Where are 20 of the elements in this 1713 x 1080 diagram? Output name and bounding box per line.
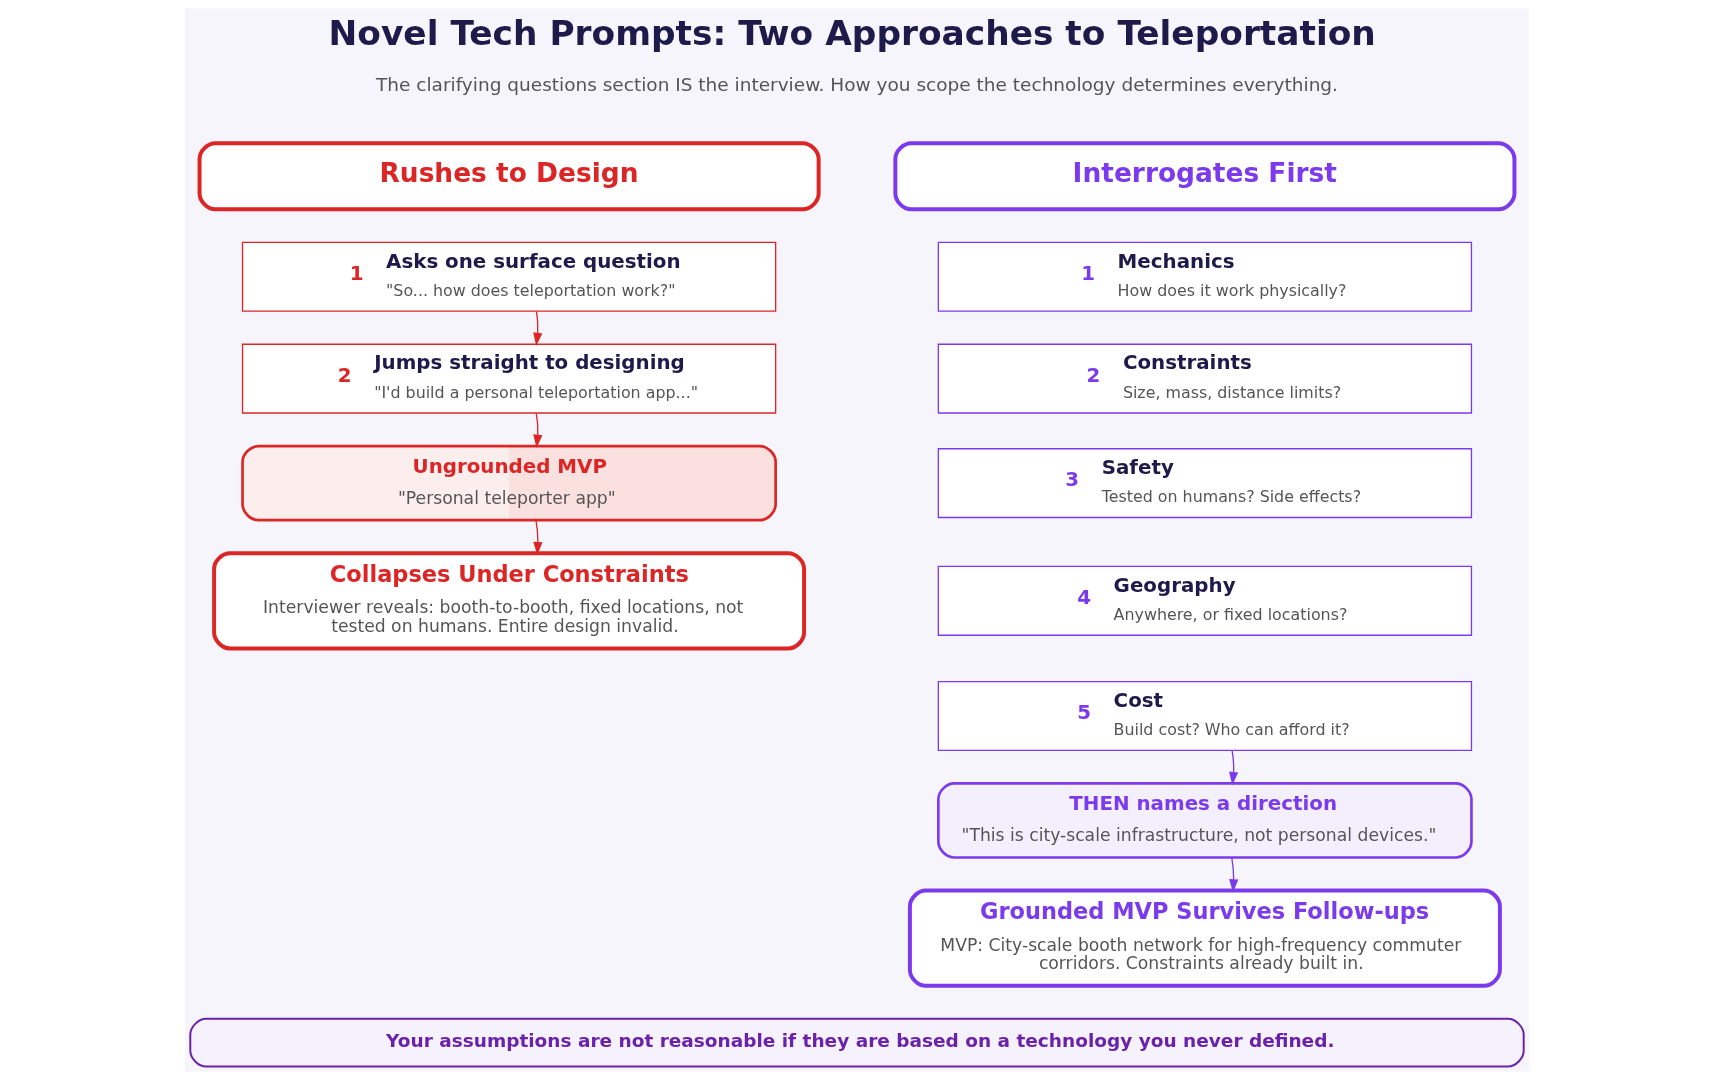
node-box: Ungrounded MVP "Personal teleporter app"	[240, 444, 777, 522]
arrow	[532, 412, 542, 448]
node-box: 4 Geography Anywhere, or fixed locations?	[937, 565, 1472, 636]
arrow	[1228, 749, 1238, 786]
diagram-title: Novel Tech Prompts: Two Approaches to Teleportation	[328, 13, 1376, 53]
arrow	[532, 311, 542, 347]
node-box: Collapses Under Constraints Interviewer reveals: booth-to-booth, fixed locations, not tested on humans. Entire design invalid.	[211, 551, 806, 651]
node-box: 5 Cost Build cost? Who can afford it?	[937, 680, 1472, 751]
node-box: 1 Asks one surface question "So... how does teleportation work?"	[241, 241, 776, 312]
node-box: 2 Jumps straight to designing "I'd build a personal teleportation app..."	[241, 343, 776, 414]
node-box: 1 Mechanics How does it work physically?	[937, 241, 1472, 312]
node-box: Interrogates First	[892, 141, 1516, 212]
arrow	[1228, 856, 1238, 893]
node-box: THEN names a direction "This is city-scale infrastructure, not personal devices."	[936, 782, 1473, 859]
node-box: 3 Safety Tested on humans? Side effects?	[937, 448, 1472, 519]
node-box: 2 Constraints Size, mass, distance limits?	[937, 343, 1472, 414]
node-box: Rushes to Design	[197, 141, 821, 212]
label: The clarifying questions section IS the interview. How you scope the technology determines everything.	[375, 74, 1338, 96]
node-box: Grounded MVP Survives Follow-ups MVP: City-scale booth network for high-frequency commuter corridors. Constraints already built in.	[907, 888, 1502, 988]
node-box: Your assumptions are not reasonable if they are based on a technology you never defined.	[188, 1017, 1525, 1068]
